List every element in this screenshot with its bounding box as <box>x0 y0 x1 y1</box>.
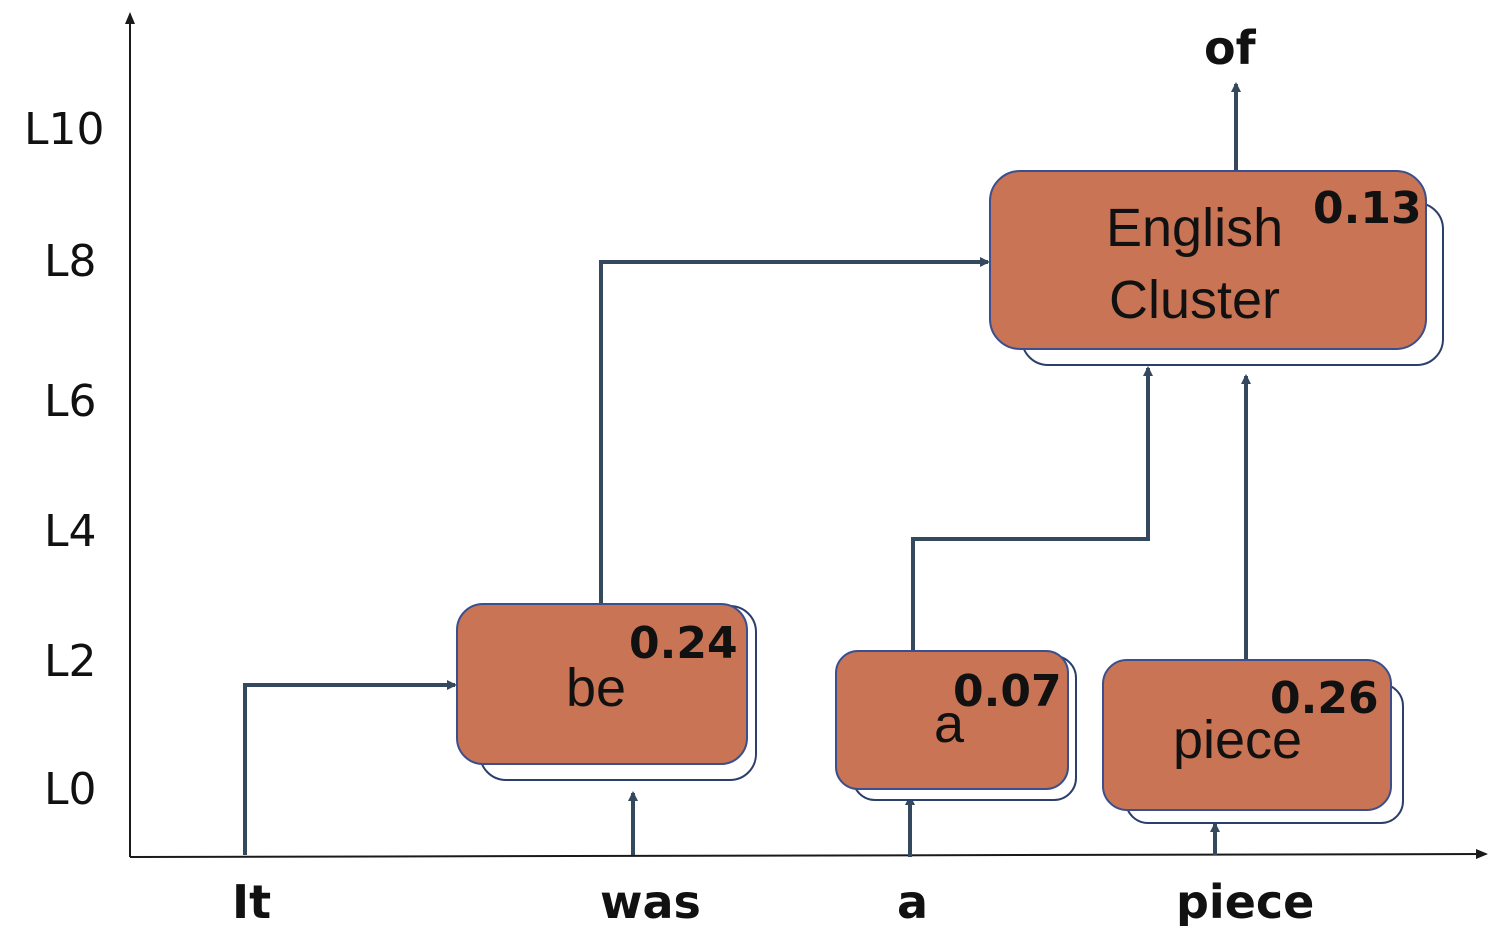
token-was: was <box>600 875 701 926</box>
layer-label-l4: L4 <box>44 506 97 557</box>
edge-a-to-english <box>911 366 1153 652</box>
node-piece-label: piece <box>1173 710 1302 770</box>
layer-label-l0: L0 <box>44 764 97 815</box>
node-piece-score: 0.26 <box>1270 673 1379 724</box>
edge-it-to-be <box>243 680 457 855</box>
node-a-box <box>835 650 1069 790</box>
node-english-cluster-label-line2: Cluster <box>1109 270 1280 330</box>
token-piece: piece <box>1176 875 1314 926</box>
node-a[interactable]: a 0.07 <box>835 650 1077 801</box>
node-english-cluster-box <box>989 170 1427 350</box>
layer-label-l6: L6 <box>44 376 97 427</box>
node-be-box <box>456 603 748 765</box>
node-english-cluster-score: 0.13 <box>1313 183 1422 234</box>
node-be-score: 0.24 <box>629 618 738 669</box>
node-english-cluster[interactable]: English Cluster 0.13 <box>989 170 1444 366</box>
node-english-cluster-label-line1: English <box>1106 198 1283 258</box>
layer-label-l8: L8 <box>44 236 97 287</box>
node-a-score: 0.07 <box>953 666 1062 717</box>
token-a: a <box>897 875 928 926</box>
token-labels: It was a piece of <box>232 21 1314 926</box>
node-be-label: be <box>566 658 626 718</box>
token-it: It <box>232 875 271 926</box>
layer-label-l2: L2 <box>44 636 97 687</box>
node-a-label: a <box>934 694 965 754</box>
node-piece[interactable]: piece 0.26 <box>1102 659 1404 824</box>
axes <box>125 12 1488 860</box>
node-be[interactable]: be 0.24 <box>456 603 757 781</box>
layer-label-l10: L10 <box>24 104 105 155</box>
edges <box>243 82 1251 857</box>
output-token-of: of <box>1204 21 1257 75</box>
layer-labels: L10 L8 L6 L4 L2 L0 <box>24 104 105 815</box>
x-axis <box>129 849 1488 860</box>
node-piece-box <box>1102 659 1392 811</box>
edge-be-to-english <box>599 257 990 605</box>
